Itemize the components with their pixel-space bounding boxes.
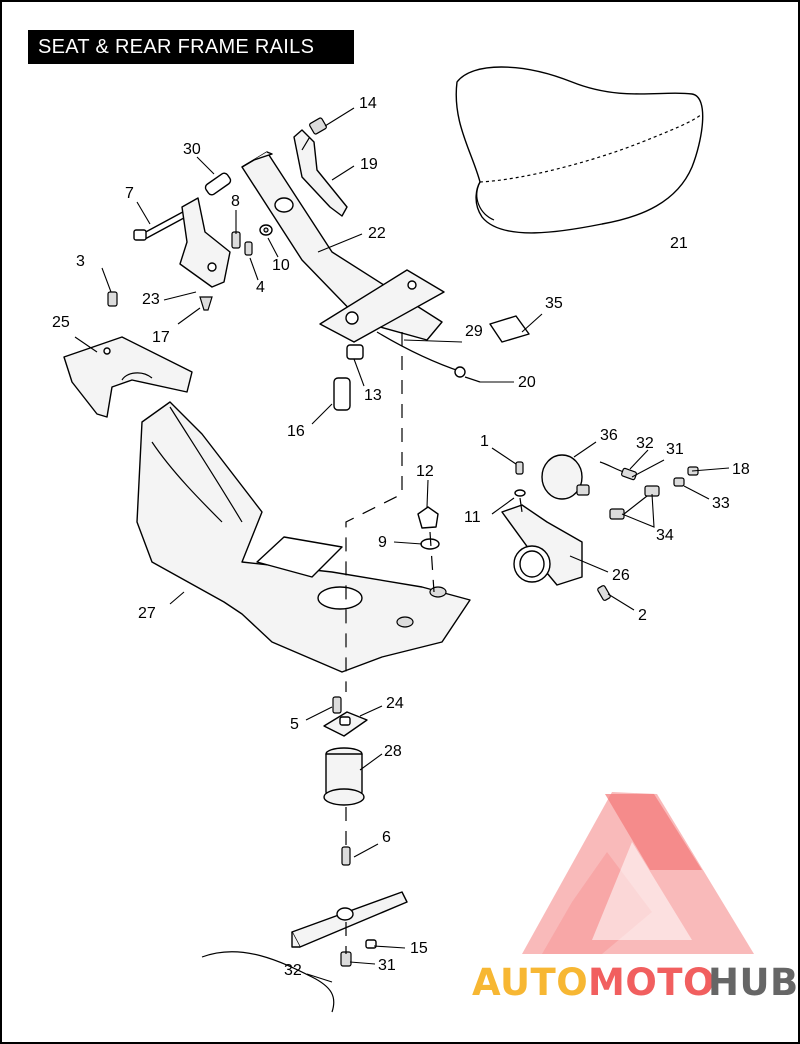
seat-21 — [455, 66, 704, 234]
bracket-23 — [179, 197, 231, 288]
watermark-moto: MOTO — [588, 961, 715, 1004]
callout-7: 7 — [125, 185, 134, 202]
screw-1 — [515, 461, 524, 475]
cable-29 — [376, 331, 463, 373]
tube-32 — [599, 461, 625, 473]
callout-8: 8 — [231, 193, 240, 210]
callout-33: 33 — [712, 495, 730, 512]
fitting-31-lower — [340, 951, 352, 967]
callout-15: 15 — [410, 940, 428, 957]
washer-10 — [259, 224, 273, 236]
callout-2: 2 — [638, 607, 647, 624]
callout-21: 21 — [670, 235, 688, 252]
screw-5 — [332, 696, 342, 714]
nut-12 — [417, 506, 439, 529]
leader-lines — [74, 107, 730, 983]
fastener-17 — [199, 296, 213, 311]
callout-28: 28 — [384, 743, 402, 760]
callout-14: 14 — [359, 95, 377, 112]
fittings-34 — [609, 485, 660, 520]
bumper-16 — [333, 377, 351, 411]
callout-35: 35 — [545, 295, 563, 312]
callout-24: 24 — [386, 695, 404, 712]
callout-32-lower: 32 — [284, 962, 302, 979]
callout-4: 4 — [256, 279, 265, 296]
callout-6: 6 — [382, 829, 391, 846]
watermark-hub: HUB — [708, 961, 798, 1004]
callout-25: 25 — [52, 314, 70, 331]
gauge-36 — [541, 454, 590, 500]
bracket-19 — [293, 129, 348, 217]
callout-31: 31 — [666, 441, 684, 458]
callout-12: 12 — [416, 463, 434, 480]
callout-18: 18 — [732, 461, 750, 478]
callout-3: 3 — [76, 253, 85, 270]
callout-labels: 14 19 30 7 8 10 4 22 23 17 3 25 13 16 29… — [52, 95, 750, 979]
callout-16: 16 — [287, 423, 305, 440]
callout-30: 30 — [183, 141, 201, 158]
callout-5: 5 — [290, 716, 299, 733]
nut-15 — [365, 939, 377, 949]
pin-20 — [454, 366, 481, 383]
screw-8 — [231, 231, 241, 249]
fender-27 — [136, 401, 471, 673]
callout-9: 9 — [378, 534, 387, 551]
callout-20: 20 — [518, 374, 536, 391]
lower-bracket — [291, 891, 408, 948]
label-35 — [489, 315, 530, 343]
nut-14 — [301, 117, 327, 151]
callout-34: 34 — [656, 527, 674, 544]
callout-17: 17 — [152, 329, 170, 346]
fitting-31 — [621, 467, 637, 481]
stud-6 — [341, 807, 351, 866]
screw-3 — [107, 291, 118, 307]
nut-13 — [346, 344, 364, 360]
watermark-text: AUTO MOTO HUB — [472, 961, 798, 1004]
callout-10: 10 — [272, 257, 290, 274]
frame-rail-22 — [241, 151, 445, 343]
callout-26: 26 — [612, 567, 630, 584]
callout-19: 19 — [360, 156, 378, 173]
callout-11: 11 — [464, 509, 481, 526]
diagram-title: SEAT & REAR FRAME RAILS — [28, 30, 354, 64]
bracket-26 — [501, 504, 583, 586]
fitting-33 — [673, 477, 685, 487]
callout-29: 29 — [465, 323, 483, 340]
callout-22: 22 — [368, 225, 386, 242]
callout-27: 27 — [138, 605, 156, 622]
assembly-line — [345, 332, 403, 692]
callout-32: 32 — [636, 435, 654, 452]
washer-11 — [514, 489, 526, 497]
airbag-28 — [323, 747, 365, 806]
hose-32-lower — [201, 951, 335, 1013]
bracket-25 — [63, 336, 193, 418]
callout-13: 13 — [364, 387, 382, 404]
callout-1: 1 — [480, 433, 489, 450]
spacer-30 — [204, 172, 232, 196]
watermark-logo — [522, 792, 754, 954]
screw-4 — [244, 241, 253, 256]
callout-31-lower: 31 — [378, 957, 396, 974]
callout-36: 36 — [600, 427, 618, 444]
bracket-24 — [323, 711, 368, 737]
callout-23: 23 — [142, 291, 160, 308]
watermark-auto: AUTO — [472, 961, 588, 1004]
screw-2 — [597, 585, 611, 601]
